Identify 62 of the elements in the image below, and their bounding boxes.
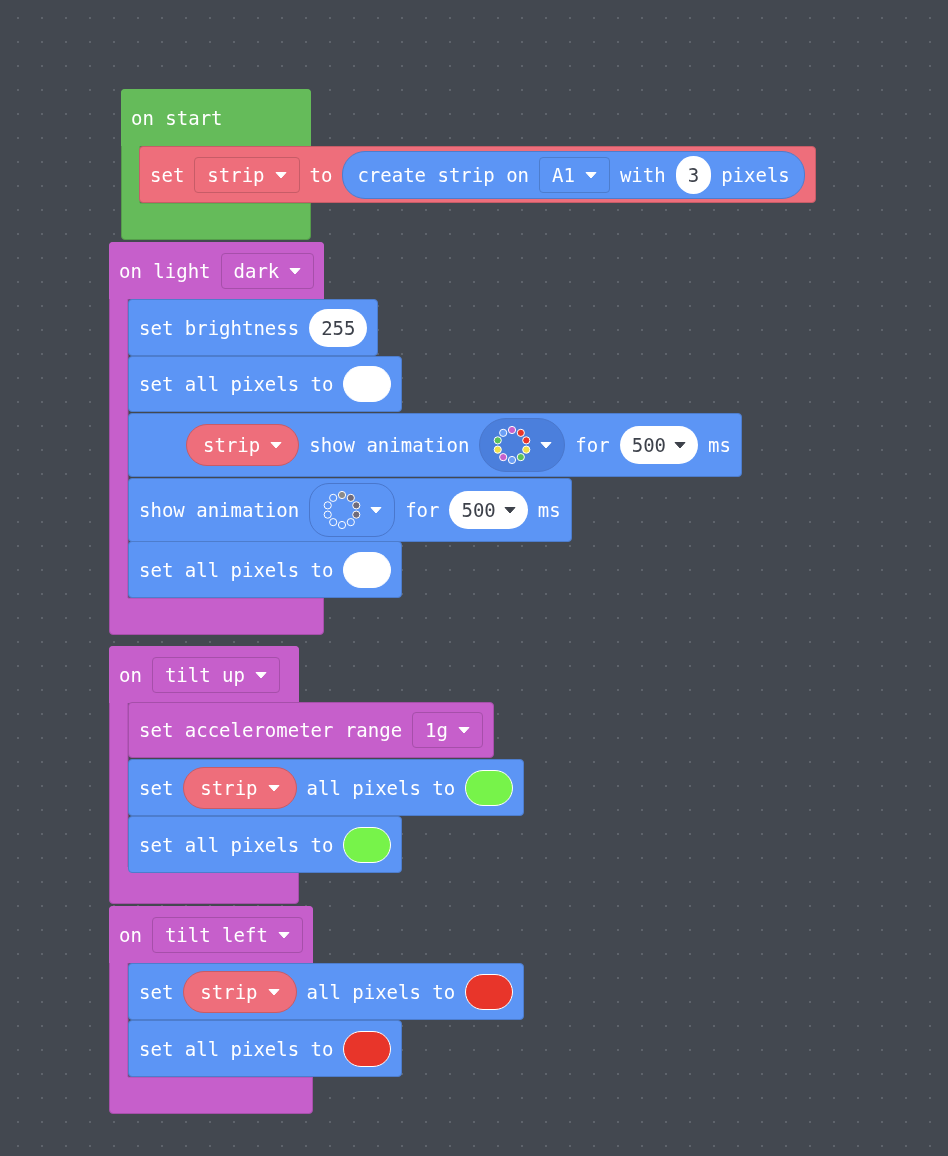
block-label: all pixels to [306,776,456,799]
color-picker [465,769,514,806]
statement-block [128,759,525,816]
variable-dropdown: strip [183,970,297,1013]
block-label: set all pixels to [139,1037,334,1060]
block-label: for [405,499,440,521]
event-block [109,906,313,963]
block-label: pixels [721,163,790,186]
block-label: set brightness [139,316,300,339]
block-label: ms [708,434,731,456]
dropdown: strip [194,156,300,193]
block-label: show animation [139,499,300,521]
block-label: set accelerometer range [139,719,403,741]
number-field: 3 [675,155,712,194]
block-label: ms [537,499,561,521]
block-label: on light [119,259,211,282]
dropdown: A1 [539,156,610,193]
variable-dropdown: strip [183,766,297,809]
block-label: set all pixels to [139,373,334,395]
block-label: all pixels to [306,980,456,1003]
block-label: set [150,163,185,186]
color-picker [343,366,392,402]
event-block [109,242,324,299]
dropdown: tilt left [151,916,303,953]
color-picker [343,826,392,863]
block-label: for [575,434,610,456]
block-label: on [119,663,142,686]
variable-dropdown: strip [186,424,300,466]
number-dropdown: 500 [619,426,698,464]
animation-picker [479,418,566,472]
block-label: with [619,163,666,186]
statement-block [128,816,403,873]
reporter-block [342,150,805,199]
animation-picker [309,483,396,537]
event-block [109,646,299,703]
block-label: create strip on [357,163,529,186]
statement-block [128,1020,403,1077]
block-label: on [119,923,142,946]
color-picker [343,551,392,588]
statement-block [128,541,403,598]
dropdown: 1g [412,712,483,748]
block-label: to [309,163,333,186]
event-block [121,89,311,146]
statement-block [128,478,572,542]
statement-block [139,146,816,203]
color-picker [465,973,514,1010]
number-dropdown: 500 [449,491,528,529]
block-label: set all pixels to [139,833,334,856]
block-label: on start [131,106,223,129]
statement-block [128,963,525,1020]
statement-block [128,356,403,412]
block-label: set [139,776,174,799]
dropdown: tilt up [151,656,280,693]
statement-block [128,702,494,758]
dropdown: dark [220,252,315,289]
statement-block [128,299,379,356]
block-label: set all pixels to [139,558,334,581]
block-label: show animation [309,434,470,456]
statement-block [128,413,742,477]
number-field: 255 [309,308,368,347]
block-label: set [139,980,174,1003]
color-picker [343,1030,392,1067]
